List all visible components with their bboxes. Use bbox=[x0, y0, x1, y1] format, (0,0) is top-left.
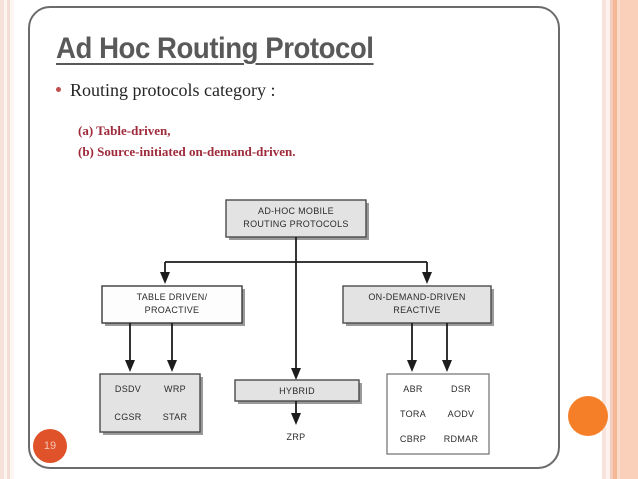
right-decorative-stripe-1 bbox=[602, 0, 606, 479]
slide-frame bbox=[28, 6, 560, 469]
left-decorative-stripe-2 bbox=[4, 0, 7, 479]
right-decorative-stripe-4 bbox=[613, 0, 617, 479]
bullet-row: Routing protocols category : bbox=[56, 80, 275, 101]
sub-item-a: (a) Table-driven, bbox=[78, 123, 171, 138]
right-decorative-stripe-6 bbox=[620, 0, 638, 479]
page-title: Ad Hoc Routing Protocol bbox=[56, 32, 374, 65]
bullet-dot-icon bbox=[56, 87, 61, 92]
bullet-text: Routing protocols category : bbox=[70, 80, 276, 100]
accent-circle-decoration bbox=[568, 396, 608, 436]
sub-item-b: (b) Source-initiated on-demand-driven. bbox=[78, 144, 296, 159]
left-decorative-stripe-3 bbox=[7, 0, 10, 479]
sub-item-list: (a) Table-driven, (b) Source-initiated o… bbox=[78, 120, 296, 162]
left-decorative-stripe-1 bbox=[0, 0, 4, 479]
right-decorative-stripe-3 bbox=[610, 0, 613, 479]
left-decorative-stripe-4 bbox=[10, 0, 14, 479]
right-decorative-stripe-2 bbox=[606, 0, 610, 479]
right-decorative-stripe-5 bbox=[617, 0, 620, 479]
page-number-badge: 19 bbox=[33, 429, 67, 463]
